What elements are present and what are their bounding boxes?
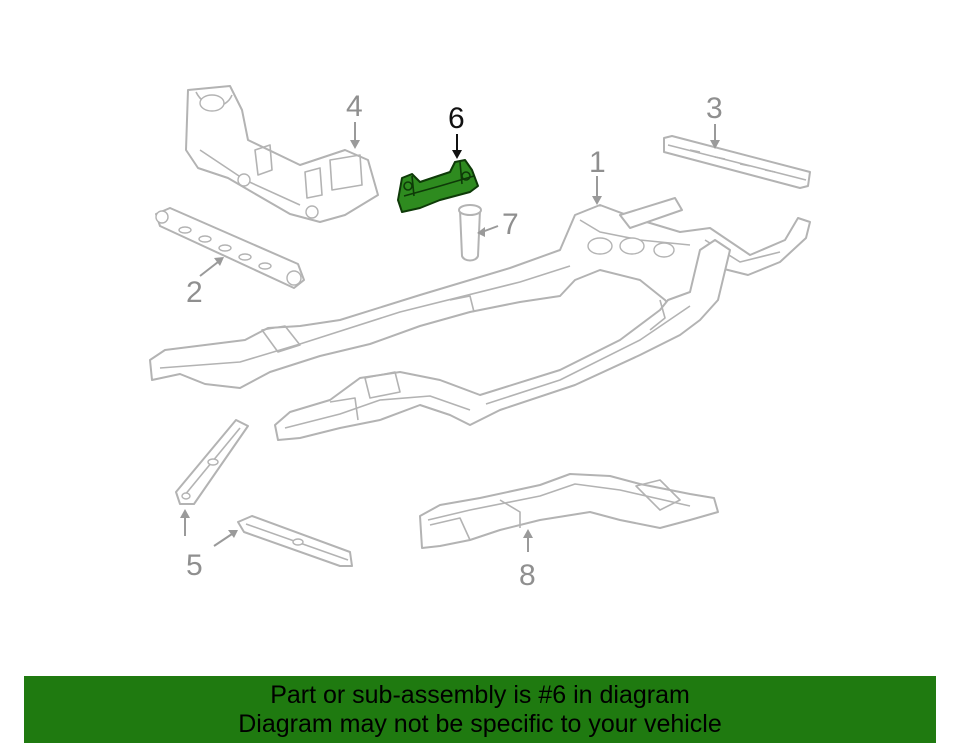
banner-line-2: Diagram may not be specific to your vehi… (238, 710, 722, 738)
part-6-bracket[interactable] (397, 159, 479, 213)
part-7-sleeve[interactable] (458, 204, 482, 262)
callout-2[interactable]: 2 (186, 257, 224, 309)
callout-4[interactable]: 4 (346, 90, 363, 149)
callout-6-number: 6 (448, 102, 465, 135)
callout-3-number: 3 (706, 92, 723, 125)
parts-diagram: 1 2 3 4 5 6 7 8 (149, 85, 811, 592)
callout-8[interactable]: 8 (519, 529, 536, 592)
callout-5[interactable]: 5 (180, 509, 238, 582)
callout-1-number: 1 (589, 146, 606, 179)
callout-7[interactable]: 7 (477, 208, 519, 241)
part-8-rail-section[interactable] (419, 473, 719, 549)
part-1-frame[interactable] (149, 197, 811, 441)
part-2-link-bar[interactable] (155, 207, 305, 289)
callout-5-number: 5 (186, 549, 203, 582)
callout-2-number: 2 (186, 276, 203, 309)
callout-8-number: 8 (519, 559, 536, 592)
info-banner: Part or sub-assembly is #6 in diagram Di… (24, 676, 936, 743)
callout-3[interactable]: 3 (706, 92, 723, 149)
part-5-braces[interactable] (175, 419, 353, 567)
callout-4-number: 4 (346, 90, 363, 123)
callout-7-number: 7 (502, 208, 519, 241)
part-3-bar[interactable] (663, 135, 811, 189)
banner-line-1: Part or sub-assembly is #6 in diagram (270, 681, 690, 709)
part-4-front-crossmember[interactable] (185, 85, 379, 223)
callout-6[interactable]: 6 (448, 102, 465, 159)
callout-1[interactable]: 1 (589, 146, 606, 205)
